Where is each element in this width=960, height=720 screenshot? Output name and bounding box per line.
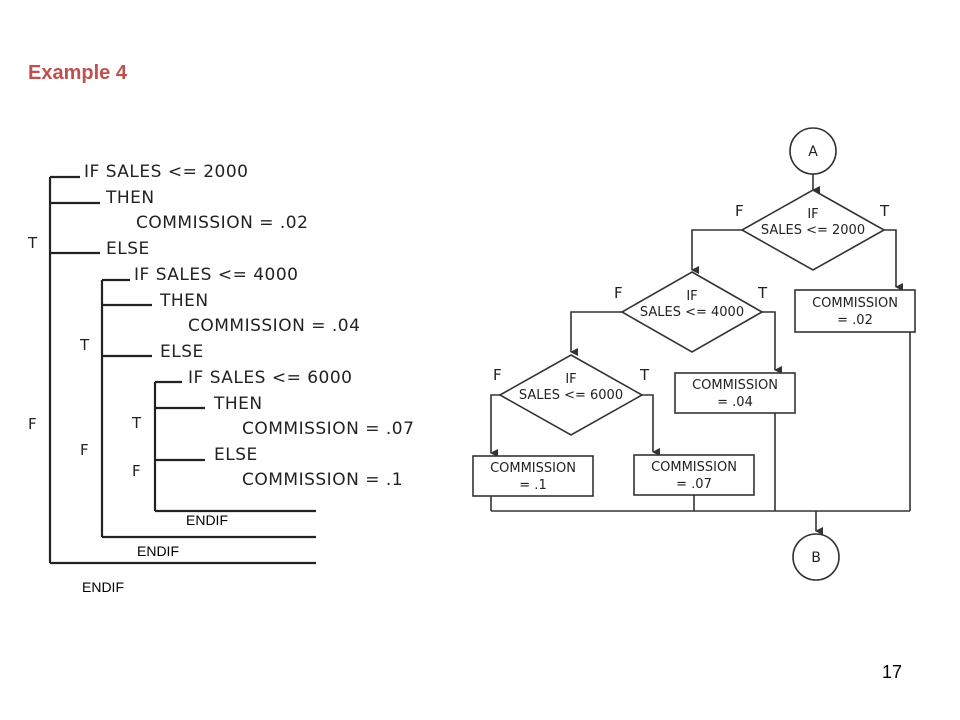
action-commission-04 bbox=[674, 372, 796, 414]
decision-2-true-label: T bbox=[757, 284, 768, 302]
action-1-line2: = .1 bbox=[519, 478, 546, 493]
code-line-commission-07: COMMISSION = .07 bbox=[242, 419, 414, 439]
outer-false-label: F bbox=[28, 415, 37, 433]
action-04-line2: = .04 bbox=[717, 395, 753, 410]
decision-1-condition: SALES <= 2000 bbox=[761, 223, 865, 238]
nested-if-tree: IF SALES <= 2000 THEN COMMISSION = .02 E… bbox=[27, 162, 414, 595]
decision-sales-4000 bbox=[620, 271, 764, 353]
code-line-commission-02: COMMISSION = .02 bbox=[136, 213, 308, 233]
endif-inner-label: ENDIF bbox=[186, 512, 228, 528]
decision-2-if: IF bbox=[686, 289, 697, 304]
endif-middle-label: ENDIF bbox=[137, 543, 179, 559]
code-line-if-4000: IF SALES <= 4000 bbox=[134, 265, 299, 285]
code-line-then-3: THEN bbox=[213, 394, 263, 414]
decision-3-if: IF bbox=[565, 372, 576, 387]
flowchart: A IF SALES <= 2000 F T COMMISSION = .02 … bbox=[472, 127, 916, 581]
decision-3-condition: SALES <= 6000 bbox=[519, 388, 623, 403]
end-connector-b bbox=[792, 533, 840, 581]
decision-1-false-label: F bbox=[735, 202, 744, 220]
page-number: 17 bbox=[882, 662, 903, 682]
action-04-line1: COMMISSION bbox=[692, 378, 778, 393]
action-07-line2: = .07 bbox=[676, 477, 712, 492]
code-line-if-2000: IF SALES <= 2000 bbox=[84, 162, 249, 182]
decision-2-condition: SALES <= 4000 bbox=[640, 305, 744, 320]
outer-true-label: T bbox=[27, 234, 38, 252]
arrow-d2-true bbox=[762, 311, 782, 374]
start-connector-label: A bbox=[808, 144, 818, 160]
action-commission-1 bbox=[472, 455, 594, 497]
middle-false-label: F bbox=[80, 441, 89, 459]
code-line-else-1: ELSE bbox=[106, 239, 150, 259]
action-02-line2: = .02 bbox=[837, 313, 873, 328]
action-1-line1: COMMISSION bbox=[490, 461, 576, 476]
inner-true-label: T bbox=[131, 414, 142, 432]
decision-1-true-label: T bbox=[879, 202, 890, 220]
arrow-d3-true bbox=[642, 394, 660, 456]
action-commission-07 bbox=[633, 454, 755, 496]
end-connector-label: B bbox=[811, 550, 821, 566]
decision-1-if: IF bbox=[807, 207, 818, 222]
decision-sales-2000 bbox=[740, 189, 886, 271]
code-line-then-1: THEN bbox=[105, 188, 155, 208]
arrow-d2-false bbox=[570, 311, 622, 356]
code-line-commission-1: COMMISSION = .1 bbox=[242, 470, 403, 490]
code-line-else-2: ELSE bbox=[160, 342, 204, 362]
middle-true-label: T bbox=[79, 336, 90, 354]
arrow-d1-true bbox=[884, 229, 903, 291]
code-line-then-2: THEN bbox=[159, 291, 209, 311]
arrow-d1-false bbox=[691, 229, 742, 274]
code-line-commission-04: COMMISSION = .04 bbox=[188, 316, 360, 336]
decision-sales-6000 bbox=[498, 354, 644, 436]
action-commission-02 bbox=[794, 289, 916, 333]
endif-outer-label: ENDIF bbox=[82, 579, 124, 595]
code-line-if-6000: IF SALES <= 6000 bbox=[188, 368, 353, 388]
code-line-else-3: ELSE bbox=[214, 445, 258, 465]
decision-2-false-label: F bbox=[614, 284, 623, 302]
decision-3-false-label: F bbox=[493, 366, 502, 384]
action-07-line1: COMMISSION bbox=[651, 460, 737, 475]
slide-title: Example 4 bbox=[28, 62, 127, 84]
arrow-d3-false bbox=[490, 394, 500, 457]
action-02-line1: COMMISSION bbox=[812, 296, 898, 311]
decision-3-true-label: T bbox=[639, 366, 650, 384]
inner-false-label: F bbox=[132, 462, 141, 480]
